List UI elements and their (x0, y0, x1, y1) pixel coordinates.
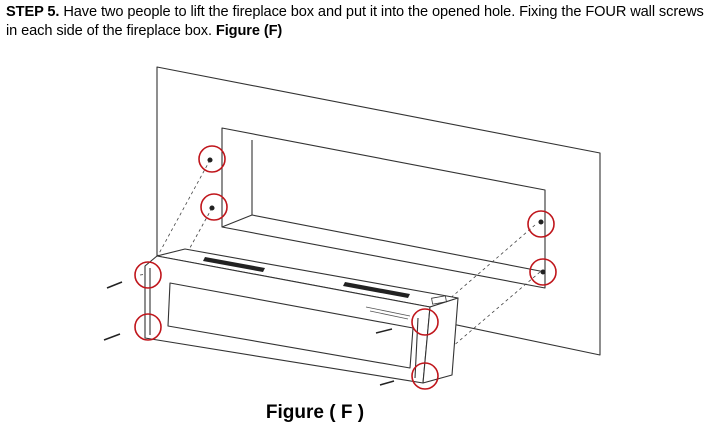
highlight-box-left-bottom (134, 313, 162, 341)
step-instruction: STEP 5. Have two people to lift the fire… (6, 3, 718, 41)
figure-reference: Figure (F) (215, 23, 283, 39)
figure-caption: Figure ( F ) (265, 402, 365, 423)
highlight-wall-left-bottom (200, 193, 228, 221)
highlight-wall-left-top (198, 145, 226, 173)
step-text: Have two people to lift the fireplace bo… (6, 4, 704, 39)
highlight-box-left-top (134, 261, 162, 289)
highlight-box-right-bottom (411, 362, 439, 390)
screws (103, 157, 546, 386)
wall-opening (221, 127, 546, 289)
step-label: STEP 5. (6, 4, 60, 20)
highlight-wall-right-bottom (529, 258, 557, 286)
highlight-wall-right-top (527, 210, 555, 238)
highlight-box-right-top (411, 308, 439, 336)
control-panel (431, 295, 447, 305)
screw-highlights (134, 145, 557, 390)
top-vents (203, 257, 410, 298)
